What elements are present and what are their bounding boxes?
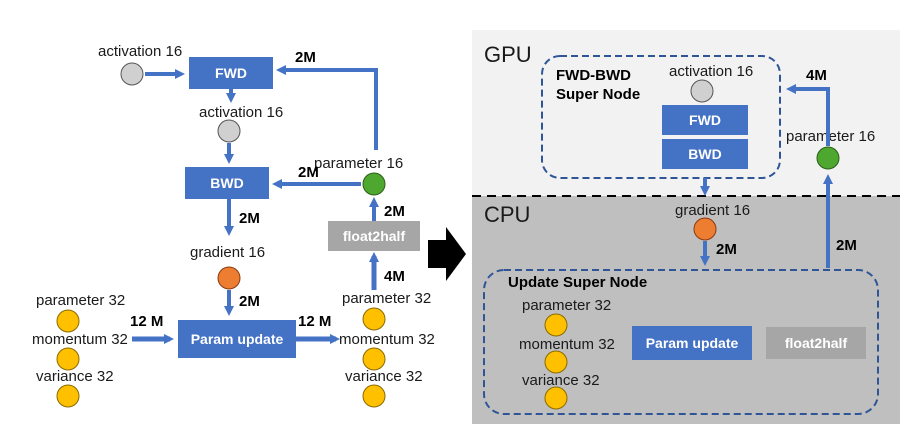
l-out-variance-node <box>362 384 386 408</box>
r-activation-node <box>690 79 714 103</box>
fwd-bwd-super-node <box>541 55 781 179</box>
r-float2half-box <box>766 327 866 359</box>
r-gradient-label: gradient 16 <box>675 202 750 219</box>
l-bwd-label: BWD <box>210 175 243 191</box>
r-bwd-box <box>662 139 748 169</box>
l-in-param-node <box>56 309 80 333</box>
update-super-node <box>483 269 879 415</box>
cpu-label: CPU <box>484 202 530 227</box>
r-bwd-label: BWD <box>688 146 721 162</box>
l-bw-2m-update: 2M <box>239 293 260 310</box>
l-bw-12m-out: 12 M <box>298 313 331 330</box>
l-float2half-label: float2half <box>343 228 406 244</box>
fwd-bwd-title-line2: Super Node <box>556 86 640 103</box>
l-gradient-label: gradient 16 <box>190 244 265 261</box>
l-bw-2m-bwd: 2M <box>298 164 319 181</box>
r-param16-label: parameter 16 <box>786 128 875 145</box>
r-param32-node <box>544 313 568 337</box>
r-float2half-label: float2half <box>785 335 848 351</box>
l-out-variance-label: variance 32 <box>345 368 423 385</box>
l-in-variance-label: variance 32 <box>36 368 114 385</box>
r-variance32-label: variance 32 <box>522 372 600 389</box>
l-param-update-box <box>178 320 296 358</box>
r-fwd-label: FWD <box>689 112 721 128</box>
r-param32-label: parameter 32 <box>522 297 611 314</box>
l-out-param-node <box>362 307 386 331</box>
l-in-momentum-label: momentum 32 <box>32 331 128 348</box>
r-param16-node <box>816 146 840 170</box>
l-fwd-label: FWD <box>215 65 247 81</box>
l-activation-mid-label: activation 16 <box>199 104 283 121</box>
l-activation-in-label: activation 16 <box>98 43 182 60</box>
l-in-momentum-node <box>56 347 80 371</box>
transition-arrow <box>428 227 466 281</box>
l-fwd-box <box>189 57 273 89</box>
gpu-label: GPU <box>484 42 532 67</box>
r-param16-to-fwdbwd-arrow <box>786 84 830 146</box>
l-param16-to-fwd-arrow <box>276 65 378 150</box>
l-param16-node <box>362 172 386 196</box>
r-bw-2m-grad: 2M <box>716 241 737 258</box>
l-bw-2m-f2h: 2M <box>384 203 405 220</box>
r-variance32-node <box>544 386 568 410</box>
r-param-update-label: Param update <box>646 335 739 351</box>
l-bw-12m-in: 12 M <box>130 313 163 330</box>
update-title: Update Super Node <box>508 274 647 291</box>
l-bw-2m-top: 2M <box>295 49 316 66</box>
l-bw-2m-grad: 2M <box>239 210 260 227</box>
l-in-variance-node <box>56 384 80 408</box>
r-param-update-box <box>632 326 752 360</box>
r-activation-label: activation 16 <box>669 63 753 80</box>
l-in-param-label: parameter 32 <box>36 292 125 309</box>
l-activation-mid-node <box>217 119 241 143</box>
l-out-param-label: parameter 32 <box>342 290 431 307</box>
l-float2half-box <box>328 221 420 251</box>
l-param-update-label: Param update <box>191 331 284 347</box>
r-bw-2m-up: 2M <box>836 237 857 254</box>
fwd-bwd-title-line1: FWD-BWD <box>556 67 631 84</box>
r-bw-4m: 4M <box>806 67 827 84</box>
r-gradient-node <box>693 217 717 241</box>
r-fwd-box <box>662 105 748 135</box>
l-activation-in-node <box>120 62 144 86</box>
r-momentum32-label: momentum 32 <box>519 336 615 353</box>
r-momentum32-node <box>544 350 568 374</box>
l-param16-label: parameter 16 <box>314 155 403 172</box>
l-gradient-node <box>217 266 241 290</box>
l-out-momentum-label: momentum 32 <box>339 331 435 348</box>
l-bw-4m: 4M <box>384 268 405 285</box>
l-out-momentum-node <box>362 347 386 371</box>
l-bwd-box <box>185 167 269 199</box>
